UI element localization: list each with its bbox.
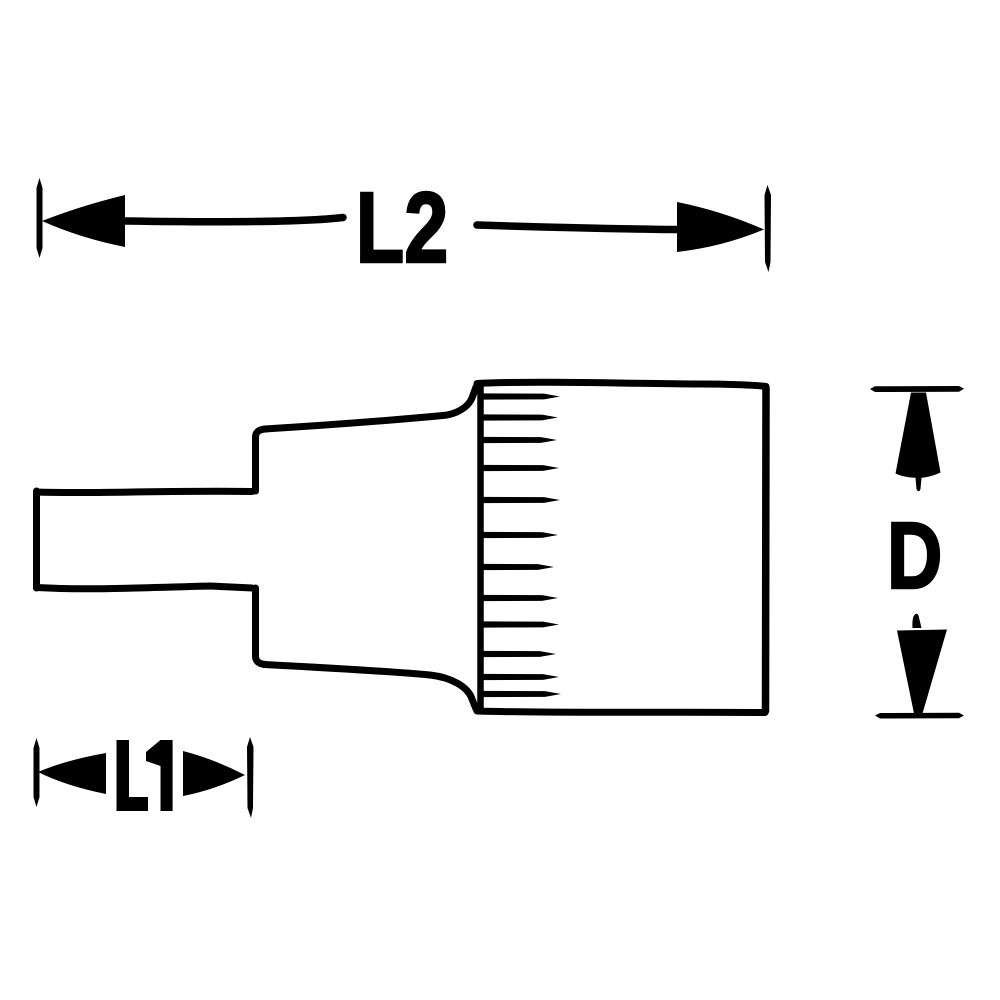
svg-text:L2: L2 bbox=[356, 172, 449, 284]
svg-text:D: D bbox=[887, 503, 942, 609]
